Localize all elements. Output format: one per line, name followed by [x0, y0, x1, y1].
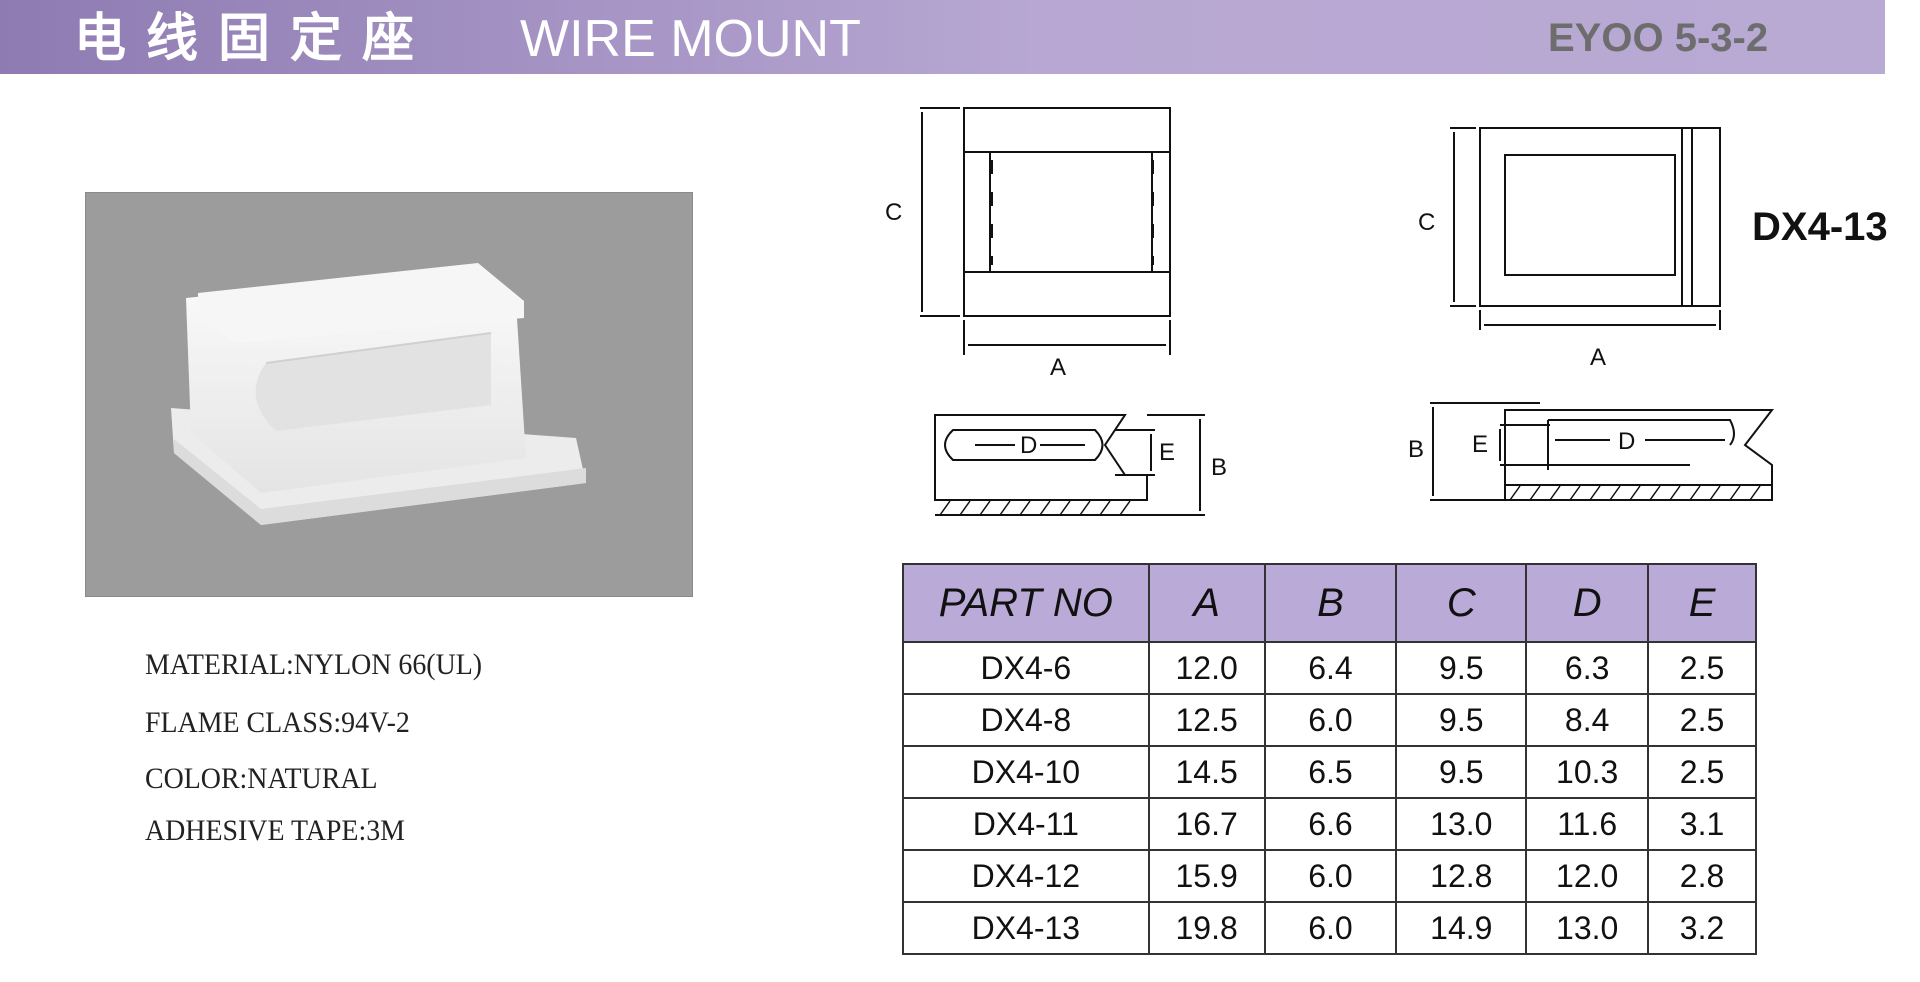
- dim-label-c: C: [885, 199, 902, 226]
- cell-d: 8.4: [1525, 693, 1650, 747]
- table-row: DX4-11 16.7 6.6 13.0 11.6 3.1: [902, 797, 1757, 851]
- wire-mount-image: [171, 263, 586, 525]
- drawing-side-view-left: D E B: [934, 414, 1227, 516]
- cell-part-no: DX4-6: [902, 641, 1150, 695]
- drawing-top-view-left: C A: [885, 107, 1171, 381]
- cell-a: 16.7: [1147, 797, 1266, 851]
- cell-a: 15.9: [1147, 849, 1266, 903]
- dim-label-e-right: E: [1472, 431, 1488, 458]
- cell-c: 14.9: [1395, 901, 1528, 955]
- dim-label-c-right: C: [1418, 209, 1435, 236]
- catalog-code: EYOO 5-3-2: [1548, 16, 1769, 60]
- dim-label-a: A: [1050, 354, 1066, 381]
- cell-part-no: DX4-12: [902, 849, 1150, 903]
- table-row: DX4-8 12.5 6.0 9.5 8.4 2.5: [902, 693, 1757, 747]
- cell-b: 6.6: [1263, 797, 1398, 851]
- cell-b: 6.0: [1263, 901, 1398, 955]
- table-row: DX4-10 14.5 6.5 9.5 10.3 2.5: [902, 745, 1757, 799]
- parts-table: PART NO A B C D E DX4-6 12.0 6.4 9.5 6.3…: [902, 563, 1757, 955]
- cell-e: 2.5: [1647, 693, 1757, 747]
- title-english: WIRE MOUNT: [520, 10, 861, 68]
- cell-part-no: DX4-8: [902, 693, 1150, 747]
- header-b: B: [1263, 563, 1398, 643]
- spec-material: MATERIAL:NYLON 66(UL): [145, 648, 483, 681]
- dim-label-a-right: A: [1590, 344, 1606, 371]
- cell-c: 9.5: [1395, 745, 1528, 799]
- cell-a: 12.5: [1147, 693, 1266, 747]
- table-header-row: PART NO A B C D E: [902, 563, 1757, 643]
- table-row: DX4-6 12.0 6.4 9.5 6.3 2.5: [902, 641, 1757, 695]
- spec-adhesive-tape: ADHESIVE TAPE:3M: [145, 814, 405, 847]
- cell-c: 9.5: [1395, 641, 1528, 695]
- table-row: DX4-13 19.8 6.0 14.9 13.0 3.2: [902, 901, 1757, 955]
- dim-label-b: B: [1211, 454, 1227, 481]
- cell-c: 9.5: [1395, 693, 1528, 747]
- cell-part-no: DX4-11: [902, 797, 1150, 851]
- drawing-top-view-right: C A: [1418, 127, 1721, 371]
- table-row: DX4-12 15.9 6.0 12.8 12.0 2.8: [902, 849, 1757, 903]
- dim-label-b-right: B: [1408, 436, 1424, 463]
- cell-e: 2.8: [1647, 849, 1757, 903]
- header-a: A: [1147, 563, 1266, 643]
- cell-b: 6.4: [1263, 641, 1398, 695]
- cell-part-no: DX4-13: [902, 901, 1150, 955]
- cell-d: 13.0: [1525, 901, 1650, 955]
- cell-d: 11.6: [1525, 797, 1650, 851]
- dim-label-d-right: D: [1618, 428, 1635, 455]
- cell-e: 3.2: [1647, 901, 1757, 955]
- cell-c: 12.8: [1395, 849, 1528, 903]
- dim-label-e: E: [1159, 439, 1175, 466]
- cell-e: 2.5: [1647, 745, 1757, 799]
- cell-a: 12.0: [1147, 641, 1266, 695]
- cell-b: 6.0: [1263, 693, 1398, 747]
- cell-e: 2.5: [1647, 641, 1757, 695]
- cell-d: 12.0: [1525, 849, 1650, 903]
- spec-color: COLOR:NATURAL: [145, 762, 378, 795]
- cell-b: 6.0: [1263, 849, 1398, 903]
- header-d: D: [1525, 563, 1650, 643]
- cell-a: 14.5: [1147, 745, 1266, 799]
- header-part-no: PART NO: [902, 563, 1150, 643]
- product-photo: [85, 192, 693, 597]
- cell-part-no: DX4-10: [902, 745, 1150, 799]
- cell-e: 3.1: [1647, 797, 1757, 851]
- cell-b: 6.5: [1263, 745, 1398, 799]
- drawing-side-view-right: D E B: [1408, 402, 1775, 501]
- cell-d: 6.3: [1525, 641, 1650, 695]
- dim-label-d: D: [1020, 432, 1037, 459]
- cell-c: 13.0: [1395, 797, 1528, 851]
- cell-d: 10.3: [1525, 745, 1650, 799]
- header-band: 电线固定座 WIRE MOUNT EYOO 5-3-2: [0, 0, 1885, 74]
- header-e: E: [1647, 563, 1757, 643]
- header-c: C: [1395, 563, 1528, 643]
- title-chinese: 电线固定座: [74, 9, 435, 69]
- cell-a: 19.8: [1147, 901, 1266, 955]
- spec-flame-class: FLAME CLASS:94V-2: [145, 706, 410, 739]
- model-label: DX4-13: [1752, 205, 1888, 249]
